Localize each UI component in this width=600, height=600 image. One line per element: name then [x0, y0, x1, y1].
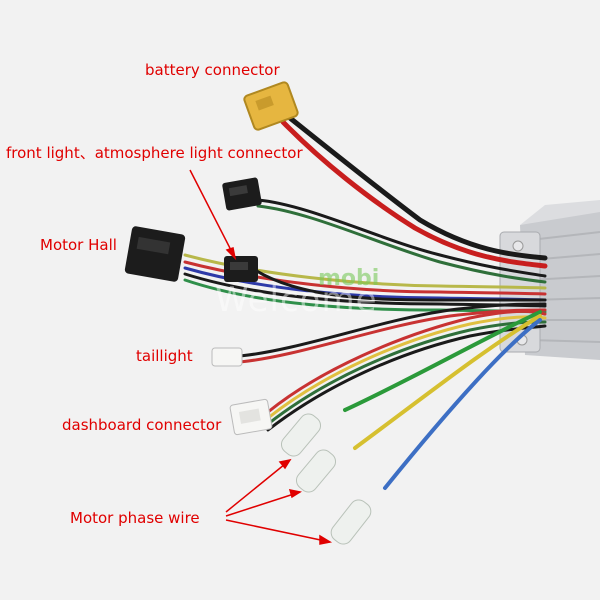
taillight-plug: [211, 347, 243, 367]
label-front-light-connector: front light、atmosphere light connector: [6, 144, 303, 162]
label-motor-phase-wire: Motor phase wire: [70, 509, 200, 527]
battery-plug: [243, 81, 299, 131]
pointer-arrows: [189, 169, 333, 545]
front-light-plug: [222, 177, 262, 211]
label-battery-connector: battery connector: [145, 61, 280, 79]
motor-hall-plug: [124, 226, 186, 282]
controller-box: [499, 200, 600, 360]
label-taillight: taillight: [136, 347, 193, 365]
atmosphere-light-plug: [224, 256, 258, 282]
dashboard-plug: [229, 398, 273, 436]
watermark-brand: mobi: [318, 266, 380, 291]
label-motor-hall: Motor Hall: [40, 236, 117, 254]
watermark-text: Welcome: [215, 280, 378, 320]
phase-terminals: [280, 413, 372, 545]
label-dashboard-connector: dashboard connector: [62, 416, 222, 434]
